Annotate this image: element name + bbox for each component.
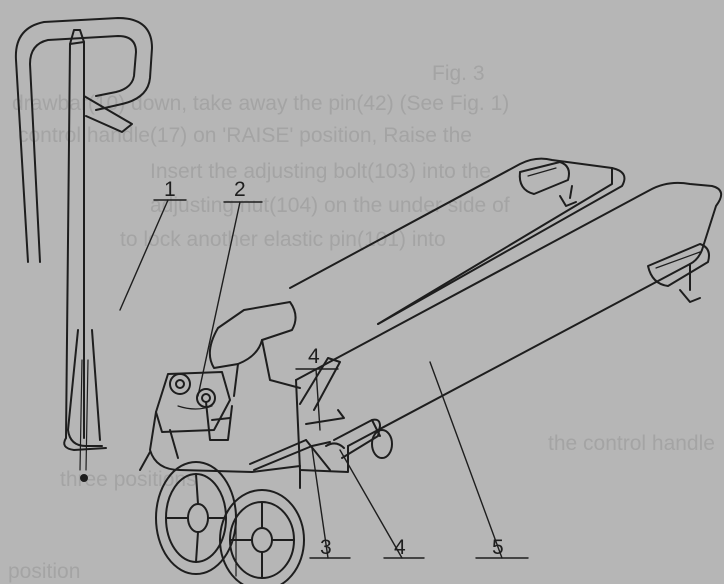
- callout-2: 2: [234, 178, 246, 201]
- tiller-handle: [14, 17, 153, 482]
- bleed-text-fig-title: Fig. 3: [432, 62, 485, 85]
- callout-1: 1: [164, 178, 176, 201]
- release-linkage: [249, 357, 393, 471]
- callout-5: 5: [492, 536, 504, 559]
- lever-mechanism: [139, 301, 301, 473]
- bleed-text-line: to lock another elastic pin(101) into: [120, 228, 446, 251]
- callout-3: 3: [320, 536, 332, 559]
- bleed-text-line: the control handle: [548, 432, 715, 455]
- callout-leaders: [119, 199, 529, 559]
- callout-4-lower: 4: [394, 536, 406, 559]
- callout-4-upper: 4: [308, 345, 320, 368]
- bleed-text-line: control handle(17) on 'RAISE' position, …: [18, 124, 472, 147]
- fork-frame: [289, 157, 723, 489]
- bleed-text-line: position: [8, 560, 81, 583]
- bleed-text-line: Insert the adjusting bolt(103) into the: [150, 160, 491, 183]
- bleed-text-line: adjusting nut(104) on the under side of: [150, 194, 510, 217]
- steer-wheels: [155, 461, 305, 584]
